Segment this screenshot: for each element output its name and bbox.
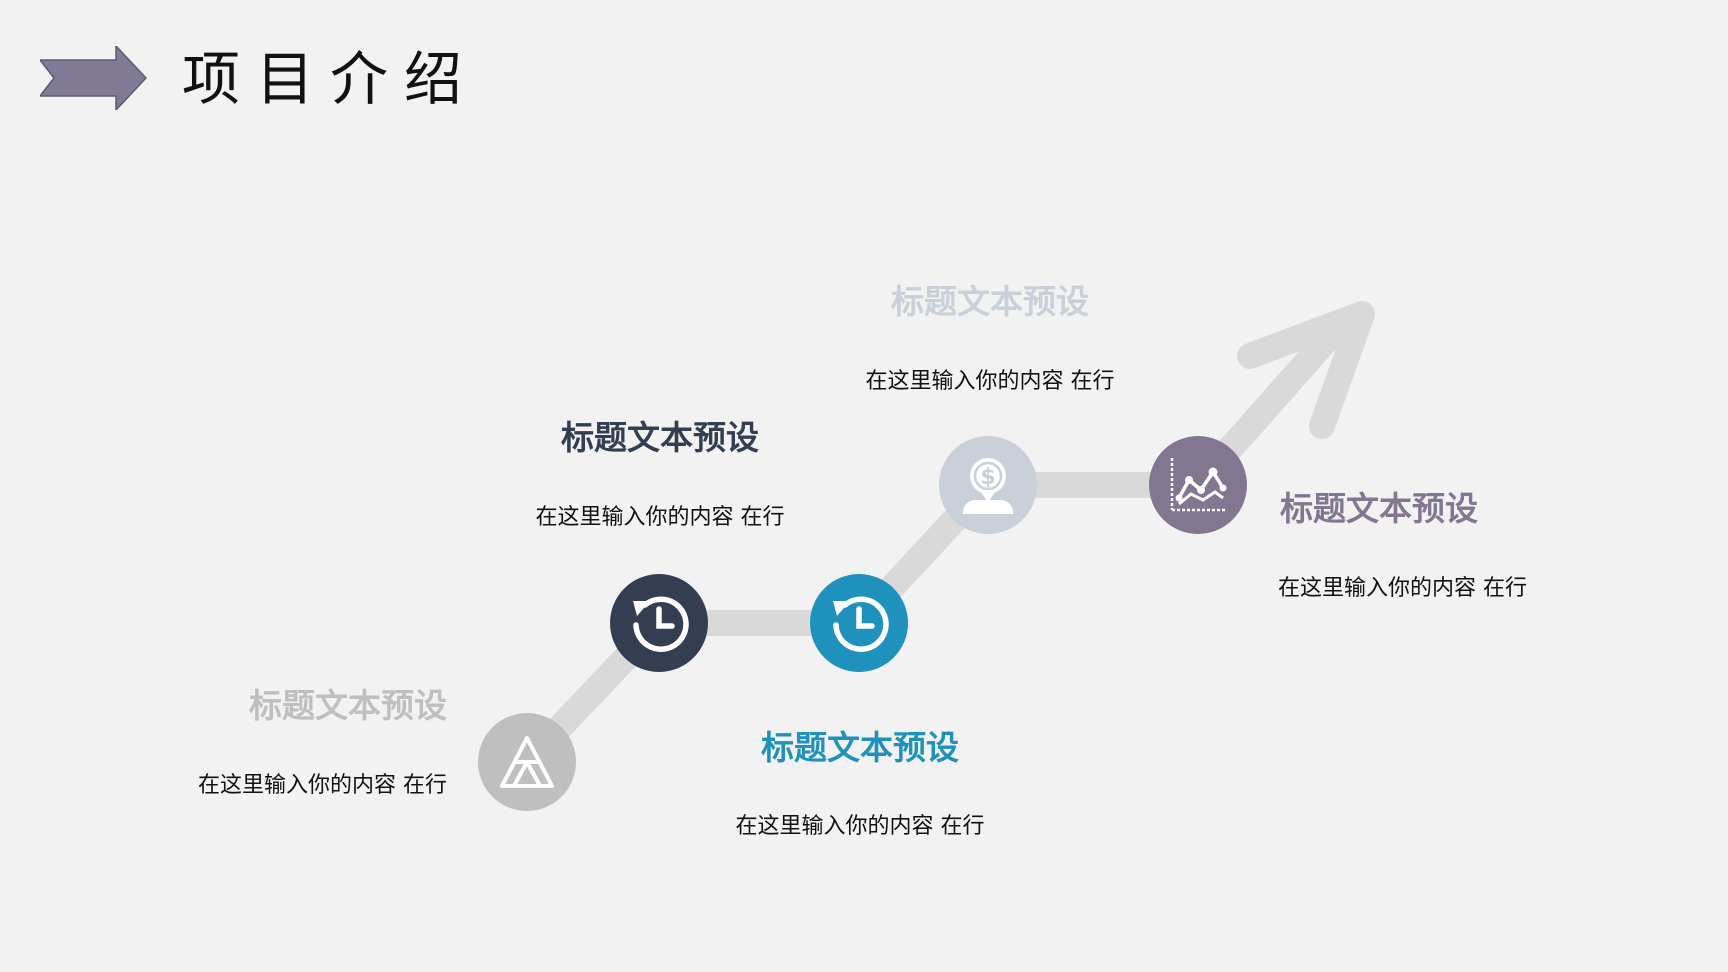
path-arrow-head [1237, 301, 1375, 439]
step-1-desc: 在这里输入你的内容 在行 [198, 773, 447, 798]
step-5-title: 标题文本预设 [1280, 489, 1478, 528]
path-line [514, 323, 1343, 775]
triangle-pyramid-icon [500, 736, 554, 788]
step-3-title: 标题文本预设 [761, 728, 959, 767]
step-4-node: $ [939, 436, 1037, 534]
step-3-node [810, 574, 908, 672]
step-2-node [610, 574, 708, 672]
history-clock-icon [833, 596, 889, 652]
step-1-title: 标题文本预设 [249, 686, 447, 725]
step-1-node [478, 713, 576, 811]
history-clock-icon [633, 596, 689, 652]
right-arrow-icon [40, 46, 148, 110]
page-title: 项目介绍 [182, 45, 479, 113]
step-3-desc: 在这里输入你的内容 在行 [735, 814, 985, 839]
step-2-title: 标题文本预设 [561, 418, 759, 457]
line-chart-icon [1170, 458, 1227, 512]
step-4-desc: 在这里输入你的内容 在行 [865, 369, 1115, 394]
step-5-node [1149, 436, 1247, 534]
step-4-title: 标题文本预设 [891, 282, 1089, 321]
dollar-pin-icon: $ [963, 458, 1013, 514]
step-5-desc: 在这里输入你的内容 在行 [1278, 576, 1527, 601]
svg-text:$: $ [980, 465, 995, 490]
step-2-desc: 在这里输入你的内容 在行 [535, 505, 785, 530]
